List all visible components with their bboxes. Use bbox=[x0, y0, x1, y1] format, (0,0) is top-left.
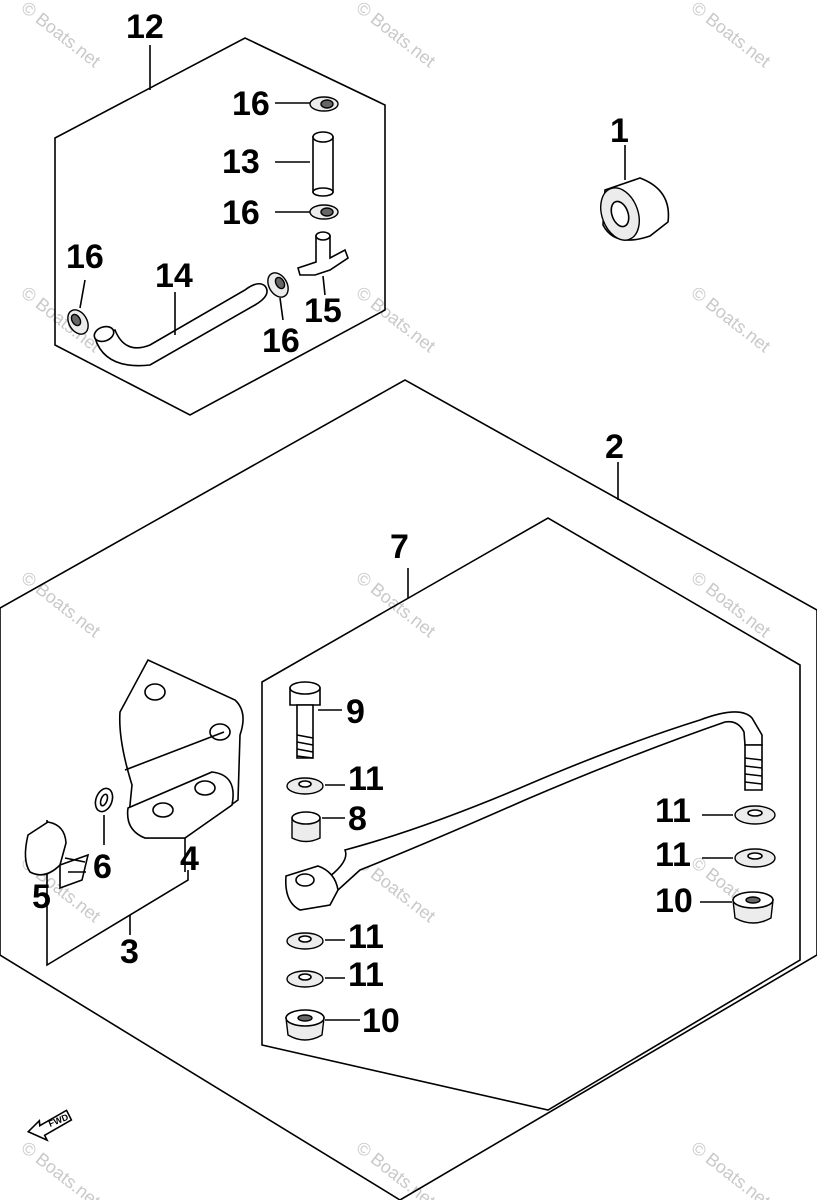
callout-6: 6 bbox=[93, 848, 112, 886]
kit-2-outline bbox=[0, 379, 817, 1200]
callout-8: 8 bbox=[348, 800, 367, 838]
bracket-part bbox=[118, 658, 244, 872]
clamp-part bbox=[267, 272, 289, 321]
washer-part bbox=[94, 787, 114, 845]
flat-washer-part bbox=[286, 970, 345, 988]
hose-segment-part bbox=[275, 131, 334, 197]
callout-12: 12 bbox=[126, 8, 164, 46]
kit-3-bracket bbox=[46, 820, 189, 967]
collar-part bbox=[291, 811, 345, 843]
callout-16: 16 bbox=[222, 194, 260, 232]
forward-arrow-icon: FWD bbox=[26, 1109, 73, 1142]
callout-7: 7 bbox=[390, 528, 409, 566]
callout-16: 16 bbox=[66, 238, 104, 276]
callout-9: 9 bbox=[346, 693, 365, 731]
watermark: © Boats.net bbox=[18, 1137, 105, 1200]
callout-11: 11 bbox=[655, 792, 691, 830]
watermark: © Boats.net bbox=[353, 0, 440, 71]
watermark: © Boats.net bbox=[688, 1137, 775, 1200]
watermark: © Boats.net bbox=[688, 282, 775, 356]
flat-washer-part bbox=[702, 848, 776, 868]
clamp-part bbox=[275, 204, 339, 220]
callout-14: 14 bbox=[155, 257, 193, 295]
callout-13: 13 bbox=[222, 143, 260, 181]
bushing-part bbox=[600, 145, 670, 241]
callout-10: 10 bbox=[362, 1002, 400, 1040]
callout-3: 3 bbox=[120, 933, 139, 971]
callout-15: 15 bbox=[304, 292, 342, 330]
lock-nut-part bbox=[285, 1009, 360, 1041]
bolt-part bbox=[24, 821, 90, 890]
callout-11: 11 bbox=[655, 836, 691, 874]
watermark: © Boats.net bbox=[353, 567, 440, 641]
linkage-rod-part bbox=[284, 711, 763, 911]
kit-12-outline bbox=[54, 37, 386, 416]
clamp-part bbox=[275, 96, 339, 112]
flat-washer-part bbox=[286, 932, 345, 950]
callout-16: 16 bbox=[262, 322, 300, 360]
watermark: © Boats.net bbox=[353, 1137, 440, 1200]
bent-hose-part bbox=[93, 282, 268, 367]
lock-nut-part bbox=[700, 891, 774, 924]
kit-7-outline bbox=[261, 517, 801, 1111]
callout-1: 1 bbox=[610, 112, 629, 150]
flat-washer-part bbox=[286, 777, 345, 795]
flat-washer-part bbox=[702, 805, 776, 825]
watermark: © Boats.net bbox=[18, 567, 105, 641]
tee-fitting-part bbox=[297, 231, 349, 296]
callout-11: 11 bbox=[348, 760, 384, 798]
watermark: © Boats.net bbox=[18, 0, 105, 71]
callout-10: 10 bbox=[655, 882, 693, 920]
callout-16: 16 bbox=[232, 85, 270, 123]
rod-bolt-part bbox=[289, 681, 342, 759]
callouts: 12 16 13 16 1 16 14 15 16 2 7 9 11 8 11 … bbox=[32, 8, 693, 1040]
callout-11: 11 bbox=[348, 918, 384, 956]
callout-11: 11 bbox=[348, 956, 384, 994]
watermark: © Boats.net bbox=[688, 0, 775, 71]
callout-4: 4 bbox=[180, 840, 199, 878]
callout-5: 5 bbox=[32, 878, 51, 916]
watermark: © Boats.net bbox=[353, 282, 440, 356]
callout-2: 2 bbox=[605, 428, 624, 466]
clamp-part bbox=[67, 279, 89, 335]
watermark: © Boats.net bbox=[18, 282, 105, 356]
